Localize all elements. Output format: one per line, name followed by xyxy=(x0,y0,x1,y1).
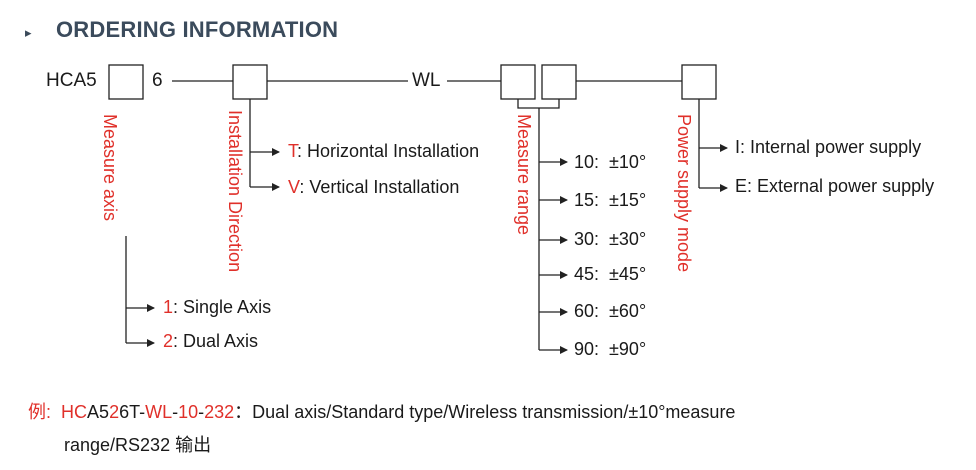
range-option-text: ±10° xyxy=(609,152,647,172)
power-code-box xyxy=(681,64,717,100)
example-code-part: 2 xyxy=(109,402,120,422)
example-separator: ： xyxy=(234,402,253,422)
range-option-code: 30: xyxy=(574,229,600,249)
installation-option-text: : Vertical Installation xyxy=(299,177,460,197)
example-code-part: WL xyxy=(145,402,173,422)
range-option-text: ±60° xyxy=(609,301,647,321)
axis-option: 2: Dual Axis xyxy=(163,331,258,352)
example-code-part: - xyxy=(172,402,179,422)
installation-direction-label: Installation Direction xyxy=(225,110,245,273)
example-line2: range/RS232 输出 xyxy=(64,435,212,455)
power-option-code: I xyxy=(735,137,741,157)
range-option-code: 10: xyxy=(574,152,600,172)
range-option-code: 15: xyxy=(574,190,600,210)
range-option-text: ±45° xyxy=(609,264,647,284)
example-prefix-label: 例: xyxy=(28,402,52,422)
axis-option-text: : Dual Axis xyxy=(173,331,259,351)
axis-option-text: : Single Axis xyxy=(173,297,272,317)
example-code-part: 6T- xyxy=(119,402,146,422)
example-code-part: 232 xyxy=(204,402,235,422)
axis-option: 1: Single Axis xyxy=(163,297,271,318)
code-digit: 6 xyxy=(152,70,163,91)
ordering-diagram-lines xyxy=(108,64,728,354)
code-wl: WL xyxy=(412,70,441,91)
example-code-part: HC xyxy=(61,402,88,422)
power-option: I: Internal power supply xyxy=(735,137,921,158)
example-description: Dual axis/Standard type/Wireless transmi… xyxy=(252,402,736,422)
heading-marker-icon: ▸ xyxy=(25,25,32,40)
example-code-part: - xyxy=(198,402,205,422)
range-option-text: ±30° xyxy=(609,229,647,249)
range-option-code: 90: xyxy=(574,339,600,359)
range-option: 10: ±10° xyxy=(574,152,646,173)
measure-axis-label: Measure axis xyxy=(100,114,120,222)
power-supply-mode-label: Power supply mode xyxy=(674,114,694,273)
installation-option-text: : Horizontal Installation xyxy=(297,141,480,161)
power-option-text: : External power supply xyxy=(747,176,935,196)
measure-range-label: Measure range xyxy=(514,114,534,236)
range-option-code: 45: xyxy=(574,264,600,284)
installation-option: T: Horizontal Installation xyxy=(288,141,479,162)
power-option-code: E xyxy=(735,176,748,196)
range-option: 15: ±15° xyxy=(574,190,646,211)
range-option: 30: ±30° xyxy=(574,229,646,250)
installation-option: V: Vertical Installation xyxy=(288,177,459,198)
installation-option-code: T xyxy=(288,141,297,161)
section-heading: ORDERING INFORMATION xyxy=(56,17,339,42)
example-code-part: 10 xyxy=(178,402,199,422)
power-option: E: External power supply xyxy=(735,176,934,197)
example-code-part: A5 xyxy=(87,402,110,422)
example-line: 例: HCA526T-WL-10-232：Dual axis/Standard … xyxy=(28,398,735,424)
range-option-text: ±90° xyxy=(609,339,647,359)
installation-option-code: V xyxy=(288,177,300,197)
range-option: 45: ±45° xyxy=(574,264,646,285)
axis-option-code: 1 xyxy=(163,297,174,317)
range-option-code: 60: xyxy=(574,301,600,321)
range-option-text: ±15° xyxy=(609,190,647,210)
range-option: 90: ±90° xyxy=(574,339,646,360)
axis-option-code: 2 xyxy=(163,331,174,351)
installation-code-box xyxy=(232,64,268,100)
code-prefix: HCA5 xyxy=(46,70,97,91)
power-option-text: : Internal power supply xyxy=(740,137,922,157)
range-option: 60: ±60° xyxy=(574,301,646,322)
axis-code-box xyxy=(108,64,144,100)
range-code-box-2 xyxy=(541,64,577,100)
range-code-box-1 xyxy=(500,64,536,100)
